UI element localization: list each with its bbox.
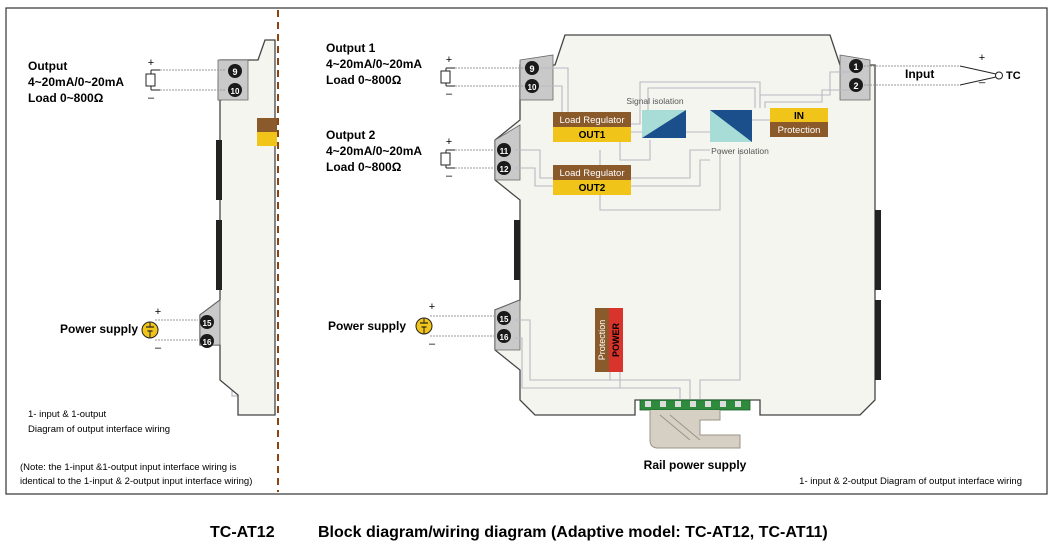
left-output-wiring: + – Output 4~20mA/0~20mA Load 0~800Ω 9 1… (28, 57, 242, 105)
power-vertical-block (609, 308, 623, 372)
out2-load-resistor-icon (440, 152, 451, 166)
left-terminal-9 (228, 64, 242, 78)
left-brown-pad (257, 118, 277, 132)
right-terminal-2-label: 2 (853, 81, 858, 91)
left-out-minus: – (148, 92, 155, 104)
right-terminal-10 (525, 79, 539, 93)
lr1-block (553, 112, 631, 127)
right-terminal-10-label: 10 (528, 83, 537, 92)
out1-minus: – (446, 88, 453, 100)
input-plus: + (979, 52, 985, 64)
left-output-load: Load 0~800Ω (28, 91, 104, 105)
right-terminal-15 (497, 311, 511, 325)
rail-label: Rail power supply (644, 458, 747, 472)
left-terminal-10 (228, 83, 242, 97)
left-power-minus: – (155, 342, 162, 354)
out1-plus: + (446, 54, 452, 66)
right-terminal-12 (497, 161, 511, 175)
protection-vertical-label: Protection (597, 320, 607, 361)
left-terminal-16-label: 16 (203, 338, 212, 347)
right-terminal-15-label: 15 (500, 315, 509, 324)
left-output-title: Output (28, 59, 67, 73)
out2-range: 4~20mA/0~20mA (326, 144, 422, 158)
lr2-label: Load Regulator (560, 168, 625, 179)
out2-title: Output 2 (326, 128, 376, 142)
right-power-wiring: + – Power supply 15 16 (328, 301, 511, 350)
left-power-plus: + (155, 306, 161, 318)
rail-connector (639, 399, 751, 449)
right-terminal-block-out1 (519, 54, 554, 101)
right-output1-wiring: + – Output 1 4~20mA/0~20mA Load 0~800Ω 9… (326, 41, 539, 100)
in-label: IN (794, 111, 804, 122)
power-isolation-block (710, 110, 752, 142)
right-power-minus: – (429, 338, 436, 350)
left-note-line1: (Note: the 1-input &1-output input inter… (20, 462, 237, 473)
right-terminal-2 (849, 78, 863, 92)
signal-isolation-block (642, 110, 686, 138)
out2-label: OUT2 (579, 183, 606, 194)
left-terminal-9-label: 9 (232, 67, 237, 77)
signal-isolation-label: Signal isolation (626, 96, 683, 106)
protection-vertical-block (595, 308, 609, 372)
right-terminal-12-label: 12 (500, 165, 509, 174)
out2-minus: – (446, 170, 453, 182)
right-terminal-9 (525, 61, 539, 75)
tc-junction-icon (995, 71, 1003, 80)
out1-title: Output 1 (326, 41, 376, 55)
right-terminal-11 (497, 143, 511, 157)
lr2-block (553, 165, 631, 180)
out1-load: Load 0~800Ω (326, 73, 402, 87)
right-terminal-11-label: 11 (500, 147, 509, 156)
out1-label: OUT1 (579, 130, 606, 141)
left-caption-line2: Diagram of output interface wiring (28, 424, 170, 435)
right-terminal-16-label: 16 (500, 333, 509, 342)
power-vertical-label: POWER (611, 323, 621, 358)
lr1-label: Load Regulator (560, 115, 625, 126)
right-power-label: Power supply (328, 319, 406, 333)
left-out-plus: + (148, 57, 154, 69)
left-power-wiring: + – Power supply 15 16 (60, 306, 214, 354)
right-terminal-9-label: 9 (529, 64, 534, 74)
left-terminal-15 (200, 315, 214, 329)
left-terminal-10-label: 10 (231, 87, 240, 96)
left-side-clip-top (216, 140, 222, 200)
right-power-plus: + (429, 301, 435, 313)
left-terminal-16 (200, 334, 214, 348)
left-note-line2: identical to the 1-input & 2-output inpu… (20, 476, 252, 487)
in-protection-block (770, 122, 828, 137)
right-caption: 1- input & 2-output Diagram of output in… (799, 476, 1022, 487)
input-label: Input (905, 67, 934, 81)
out2-load: Load 0~800Ω (326, 160, 402, 174)
right-terminal-1-label: 1 (853, 62, 858, 72)
footer-title: Block diagram/wiring diagram (Adaptive m… (318, 524, 828, 541)
right-device: Load Regulator OUT1 Load Regulator OUT2 … (494, 34, 881, 472)
left-load-resistor-icon (145, 73, 156, 87)
right-output2-wiring: + – Output 2 4~20mA/0~20mA Load 0~800Ω 1… (326, 128, 511, 182)
footer-model: TC-AT12 (210, 524, 275, 541)
out2-plus: + (446, 136, 452, 148)
in-block (770, 108, 828, 122)
out1-load-resistor-icon (440, 70, 451, 84)
left-yellow-pad (257, 132, 277, 146)
left-power-label: Power supply (60, 322, 138, 336)
left-side-clip-bottom (216, 220, 222, 290)
out2-block (553, 180, 631, 195)
power-isolation-label: Power isolation (711, 146, 769, 156)
right-terminal-16 (497, 329, 511, 343)
out1-range: 4~20mA/0~20mA (326, 57, 422, 71)
in-protection-label: Protection (778, 125, 821, 136)
left-output-range: 4~20mA/0~20mA (28, 75, 124, 89)
right-terminal-1 (849, 59, 863, 73)
out1-block (553, 127, 631, 142)
input-wiring: 1 2 + _ Input TC (849, 52, 1021, 92)
left-terminal-15-label: 15 (203, 319, 212, 328)
tc-label: TC (1006, 70, 1021, 82)
left-caption-line1: 1- input & 1-output (28, 409, 107, 420)
input-minus: _ (978, 72, 986, 84)
